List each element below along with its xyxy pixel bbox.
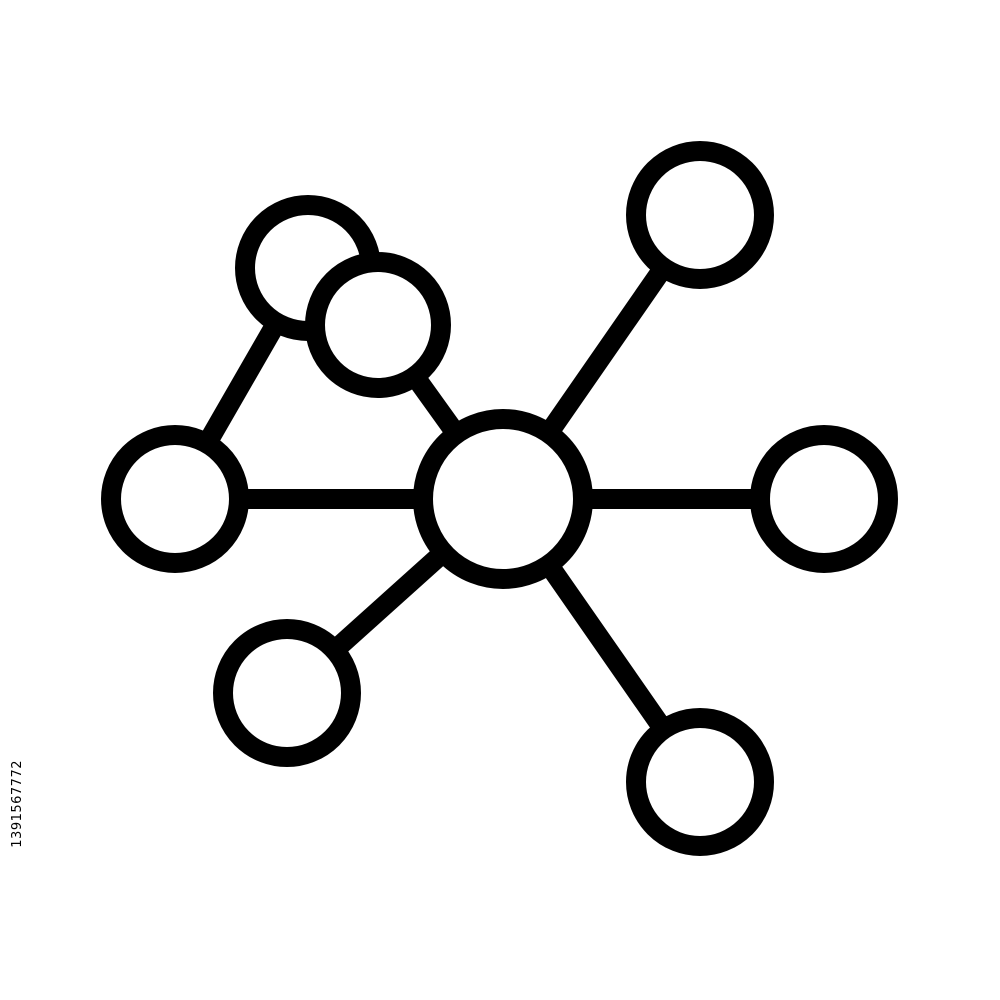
node-right [750, 425, 898, 573]
node-layer [101, 141, 898, 856]
node-bottom-left [213, 619, 361, 767]
node-left [101, 425, 249, 573]
node-bottom-right [626, 708, 774, 856]
node-center [413, 409, 593, 589]
image-id-label: 1391567772 [10, 760, 25, 848]
node-upper-left-front [305, 252, 451, 398]
node-top-right [626, 141, 774, 289]
